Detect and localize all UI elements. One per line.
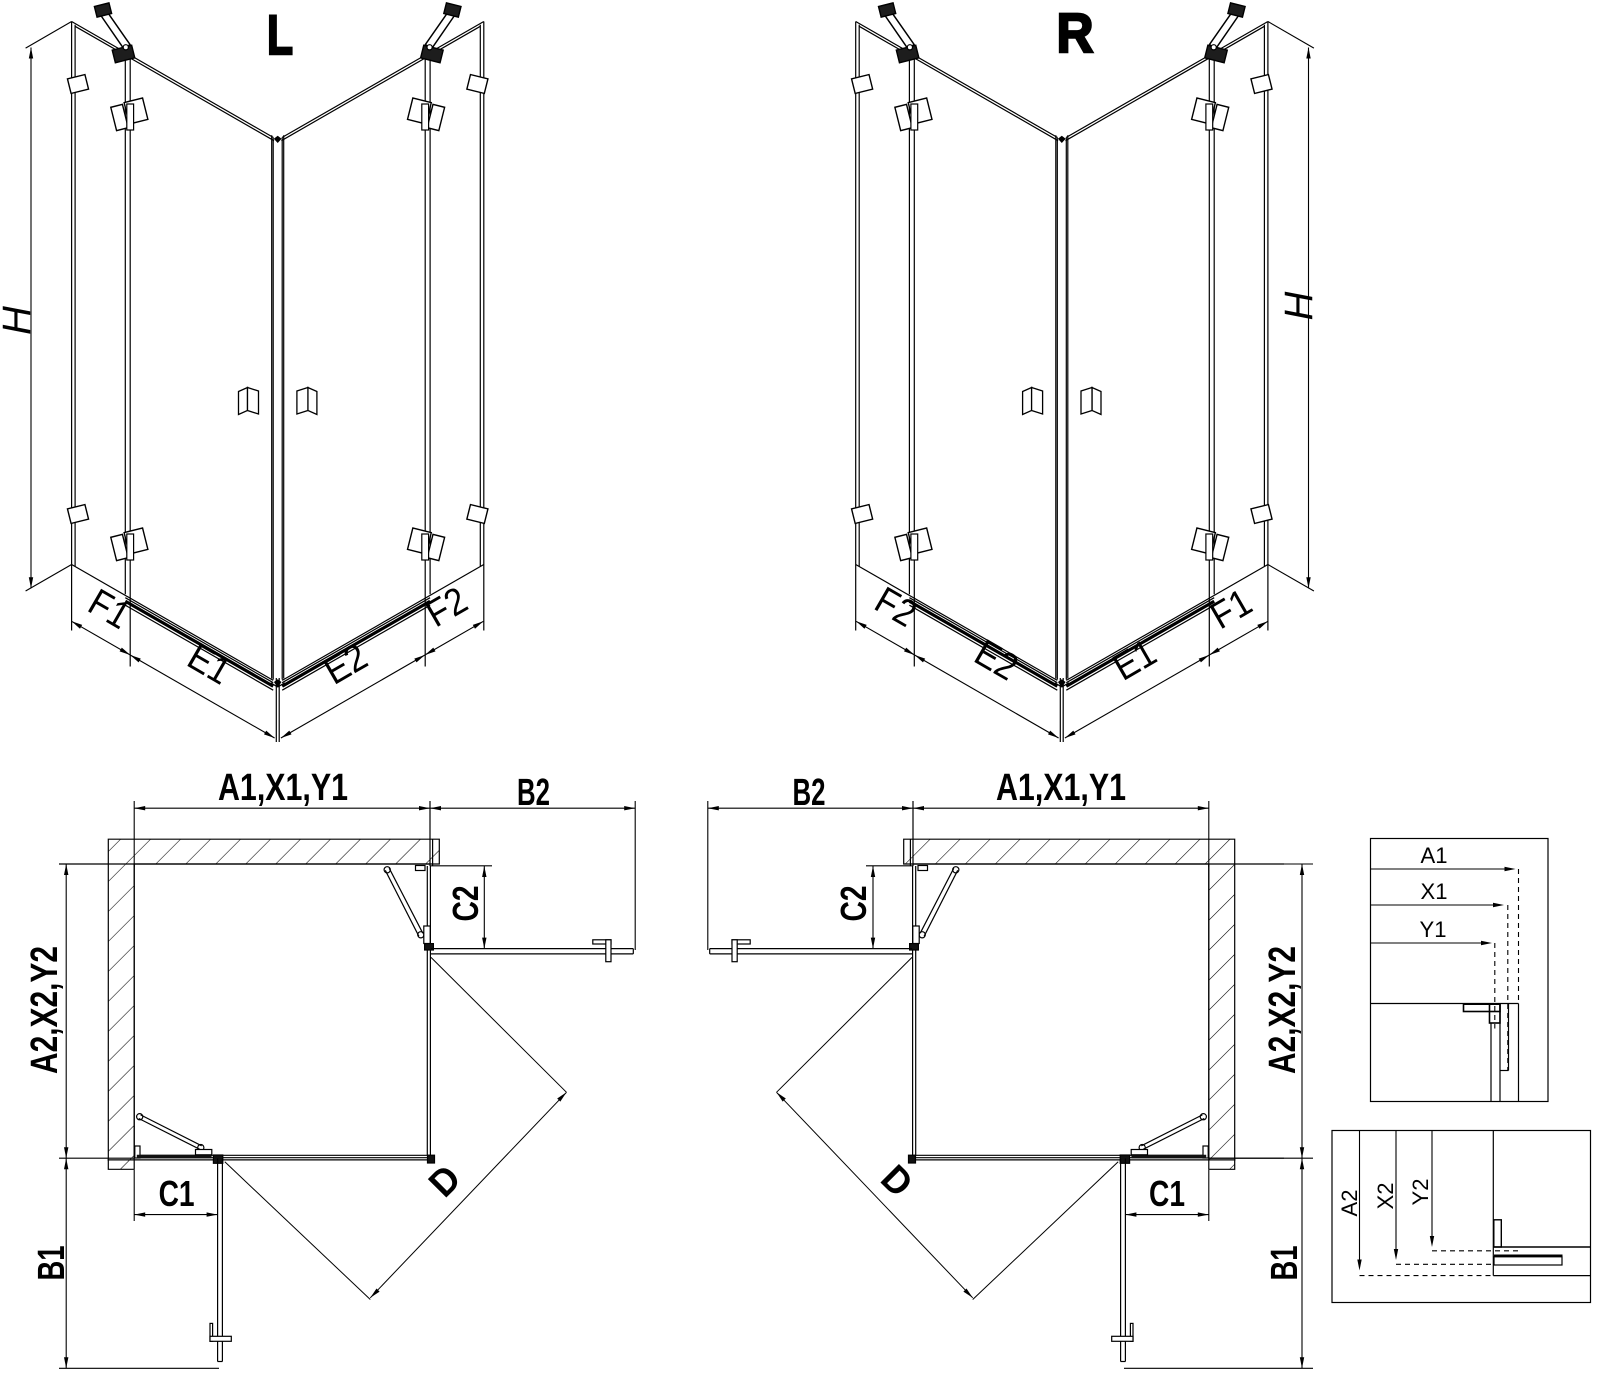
svg-text:B1: B1 bbox=[31, 1246, 73, 1281]
svg-text:Y2: Y2 bbox=[1408, 1179, 1433, 1206]
svg-text:A2,X2,Y2: A2,X2,Y2 bbox=[1262, 946, 1304, 1074]
svg-text:H: H bbox=[0, 306, 39, 335]
svg-text:A1: A1 bbox=[1421, 843, 1448, 868]
svg-text:B2: B2 bbox=[517, 772, 550, 814]
svg-text:A1,X1,Y1: A1,X1,Y1 bbox=[218, 767, 348, 809]
svg-text:X1: X1 bbox=[1421, 879, 1448, 904]
svg-text:H: H bbox=[1277, 291, 1321, 320]
svg-text:Y1: Y1 bbox=[1420, 917, 1447, 942]
svg-text:L: L bbox=[267, 3, 293, 66]
svg-text:X2: X2 bbox=[1373, 1183, 1398, 1210]
svg-text:C1: C1 bbox=[1149, 1173, 1185, 1214]
svg-text:C1: C1 bbox=[159, 1173, 195, 1214]
svg-text:C2: C2 bbox=[833, 886, 874, 922]
svg-text:R: R bbox=[1057, 1, 1094, 64]
svg-text:B2: B2 bbox=[793, 772, 826, 814]
svg-text:A1,X1,Y1: A1,X1,Y1 bbox=[996, 767, 1126, 809]
svg-text:C2: C2 bbox=[445, 886, 486, 922]
svg-text:A2: A2 bbox=[1337, 1190, 1362, 1217]
svg-text:B1: B1 bbox=[1264, 1246, 1306, 1281]
svg-text:A2,X2,Y2: A2,X2,Y2 bbox=[24, 946, 66, 1074]
